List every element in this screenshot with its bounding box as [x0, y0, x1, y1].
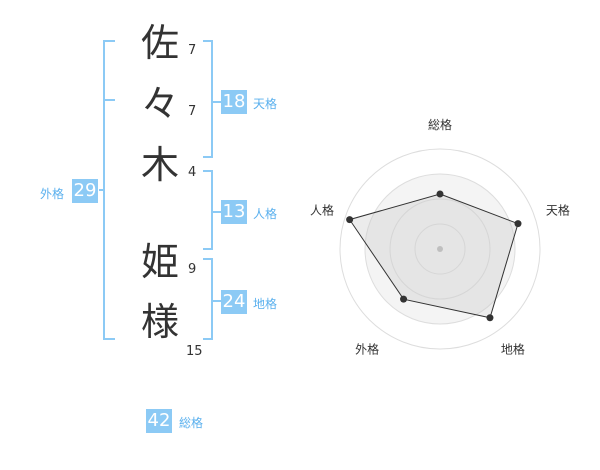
chikaku-bracket-bottom	[203, 338, 213, 340]
gaikaku-bracket-vertical	[103, 40, 105, 340]
name-char-3: 木	[140, 143, 179, 187]
gaikaku-bracket-stub	[99, 189, 103, 191]
name-char-4: 姫	[140, 240, 179, 284]
jinkaku-label: 人格	[253, 207, 278, 221]
chikaku-bracket-top	[203, 258, 213, 260]
jinkaku-bracket-top	[203, 170, 213, 172]
soukaku-label: 総格	[179, 416, 204, 430]
radar-axis-label-5: 人格	[310, 203, 334, 218]
radar-ring-2	[389, 198, 491, 300]
radar-point-1	[436, 190, 444, 198]
radar-ring-3	[364, 173, 516, 325]
name-char-1: 佐	[140, 21, 179, 65]
chikaku-bracket-stub	[213, 300, 221, 302]
stroke-count-2: 7	[188, 104, 197, 119]
tenkaku-bracket-stub	[213, 101, 221, 103]
tenkaku-bracket-top	[203, 40, 213, 42]
jinkaku-bracket-stub	[213, 211, 221, 213]
jinkaku-bracket-vertical	[211, 170, 213, 250]
radar-point-3	[486, 314, 494, 322]
chikaku-label: 地格	[253, 297, 278, 311]
stroke-count-5: 15	[186, 344, 203, 359]
stroke-count-4: 9	[188, 262, 197, 277]
jinkaku-badge: 13	[221, 200, 247, 224]
radar-ring-1	[414, 223, 466, 275]
gaikaku-label: 外格	[40, 187, 65, 201]
chikaku-bracket-vertical	[211, 258, 213, 340]
radar-ring-4	[339, 148, 541, 350]
tenkaku-bracket-vertical	[211, 40, 213, 158]
tenkaku-badge: 18	[221, 90, 247, 114]
tenkaku-bracket-bottom	[203, 156, 213, 158]
gaikaku-badge: 29	[72, 179, 98, 203]
jinkaku-bracket-bottom	[203, 248, 213, 250]
gaikaku-bracket-bottom	[103, 338, 115, 340]
radar-axis-label-4: 外格	[355, 341, 379, 356]
name-char-5: 様	[140, 300, 179, 344]
soukaku-badge: 42	[146, 409, 172, 433]
radar-axis-label-1: 総格	[428, 117, 452, 132]
radar-point-5	[346, 216, 354, 224]
gaikaku-bracket-mid	[103, 99, 115, 101]
radar-point-4	[400, 295, 408, 303]
tenkaku-label: 天格	[253, 97, 278, 111]
radar-point-2	[514, 220, 522, 228]
chikaku-badge: 24	[221, 290, 247, 314]
radar-data-polygon	[348, 193, 519, 319]
name-char-2: 々	[140, 82, 179, 126]
radar-center-dot	[437, 246, 443, 252]
gaikaku-bracket-top	[103, 40, 115, 42]
stroke-count-3: 4	[188, 165, 197, 180]
stroke-count-1: 7	[188, 43, 197, 58]
radar-axis-label-2: 天格	[546, 203, 570, 218]
radar-axis-label-3: 地格	[501, 341, 525, 356]
